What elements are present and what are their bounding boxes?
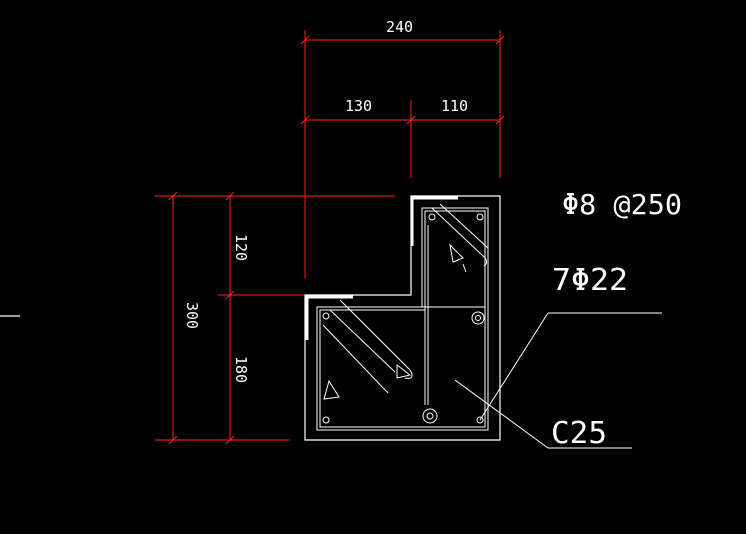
dim-top-left: 130 xyxy=(345,97,372,115)
stirrup-label: Φ8 @250 xyxy=(562,188,682,221)
dim-left-total: 300 xyxy=(183,302,201,329)
rebar-dot xyxy=(428,213,436,221)
section-marker-triangle xyxy=(323,379,340,400)
rebar-cage xyxy=(316,203,489,431)
rebar-dot xyxy=(471,311,485,325)
concrete-grade-label: C25 xyxy=(551,416,607,451)
left-dimensions: 300 120 180 xyxy=(155,191,395,445)
leaders xyxy=(454,312,662,449)
dim-top-total: 240 xyxy=(386,18,413,36)
dim-left-upper: 120 xyxy=(232,234,250,261)
section-marker-triangle xyxy=(396,363,412,379)
dim-left-lower: 180 xyxy=(232,356,250,383)
section-outline xyxy=(304,195,501,441)
top-dimensions: 240 130 110 xyxy=(300,18,505,278)
rebar-dot xyxy=(476,416,484,424)
rebar-dot xyxy=(322,416,330,424)
rebar-dot xyxy=(422,408,438,424)
rebar-dot xyxy=(475,315,481,321)
rebar-dot xyxy=(426,412,434,420)
section-marker-triangle xyxy=(449,243,464,263)
rebar-dot xyxy=(322,312,330,320)
dim-top-right: 110 xyxy=(441,97,468,115)
rebar-dot xyxy=(476,213,484,221)
main-rebar-label: 7Φ22 xyxy=(552,263,628,298)
